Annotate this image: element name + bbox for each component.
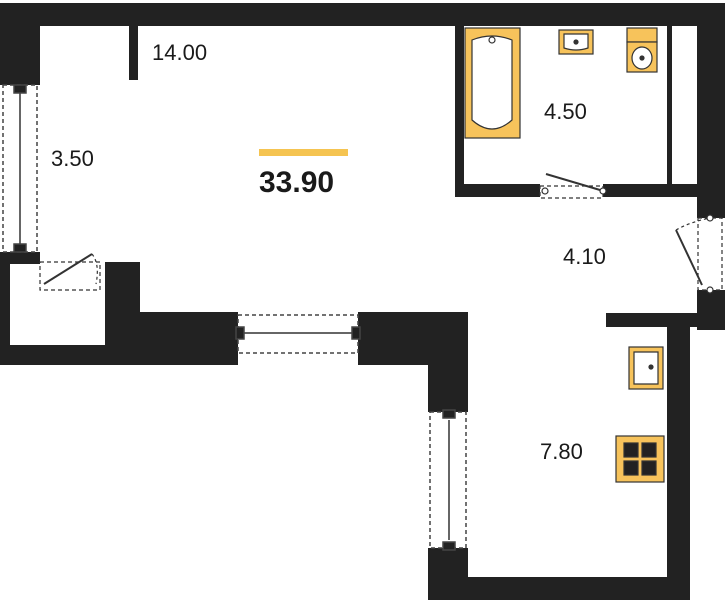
wall-bath-bottom-left — [455, 184, 540, 197]
wall-right-lower — [697, 290, 725, 330]
wall-stub — [129, 22, 138, 80]
wall-left-upper — [0, 3, 40, 85]
balcony-wall-bottom — [0, 345, 105, 365]
wall-left-lower — [0, 252, 40, 264]
wall-right-upper — [697, 3, 725, 218]
balcony-wall-left — [0, 264, 10, 364]
wall-partition — [606, 313, 697, 327]
toilet-icon — [626, 27, 658, 73]
area-balcony: 3.50 — [51, 146, 94, 171]
wall-bottom — [428, 577, 690, 600]
window-kitchen — [429, 411, 467, 549]
wall-bath-left — [455, 22, 464, 197]
kitchen-sink-icon — [628, 346, 664, 390]
stove-icon — [615, 435, 665, 483]
wall-bath-divider — [667, 22, 672, 192]
window-middle — [237, 314, 359, 354]
wall-middle-left — [105, 312, 238, 365]
fixtures — [464, 27, 665, 483]
area-kitchen: 7.80 — [540, 439, 583, 464]
total-accent-bar — [259, 149, 348, 156]
doors — [39, 173, 723, 294]
washbasin-icon — [558, 29, 594, 55]
bathtub-icon — [464, 27, 521, 139]
wall-top — [0, 3, 725, 26]
windows — [2, 84, 467, 551]
walls — [0, 3, 725, 600]
wall-right-kitchen — [667, 318, 690, 600]
wall-bath-bottom-right — [603, 184, 698, 197]
wall-kitchen-left — [428, 312, 468, 412]
area-hallway: 4.10 — [563, 244, 606, 269]
area-living-room: 14.00 — [152, 40, 208, 65]
area-bathroom: 4.50 — [544, 99, 587, 124]
total-area: 33.90 — [259, 166, 335, 199]
